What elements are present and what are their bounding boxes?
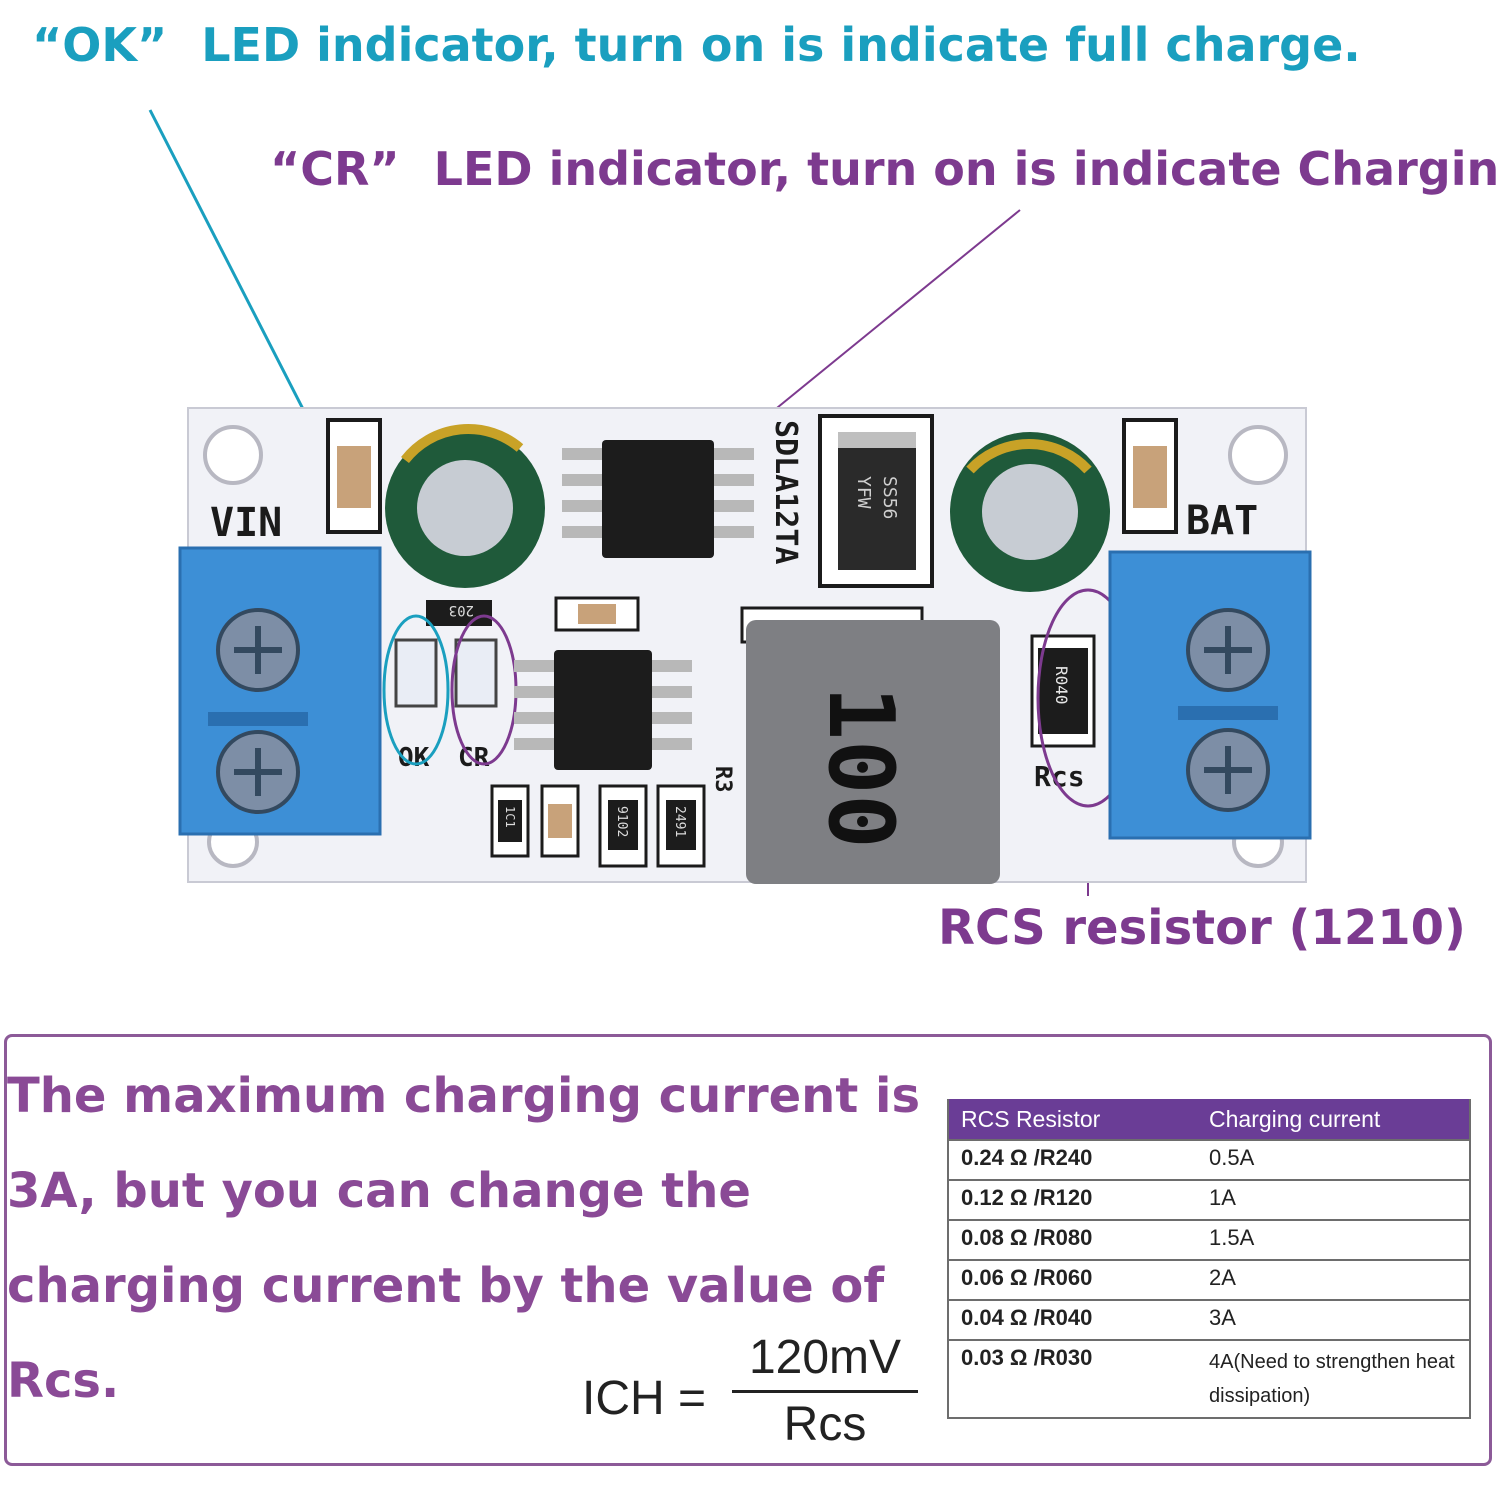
ok-led-highlight [382,614,450,766]
table-cell-resistor: 0.04 Ω /R040 [948,1299,1197,1340]
cr-led-text: LED indicator, turn on is indicate Charg… [433,142,1500,196]
table-cell-current: 1A [1197,1179,1470,1220]
table-cell-resistor: 0.12 Ω /R120 [948,1179,1197,1220]
rcs-current-table: RCS Resistor Charging current 0.24 Ω /R2… [947,1099,1471,1419]
note-line-1: The maximum charging current is [7,1068,921,1124]
table-cell-current: 2A [1197,1259,1470,1300]
ok-led [394,638,438,708]
table-row: 0.04 Ω /R040 3A [948,1299,1470,1340]
model-label: SDLA12TA [768,420,803,565]
small-res-3-marking: 9102 [614,806,629,837]
smd-cap-mid [554,596,640,632]
table-cell-current: 1.5A [1197,1219,1470,1260]
small-res-4-marking: 2491 [672,806,687,837]
ok-led-quote: “OK” [32,18,168,72]
upper-ic [602,440,714,558]
output-smd-cap [1133,446,1167,508]
diode-marking-1: YFW [853,476,874,509]
formula-fraction: 120mV Rcs [732,1329,918,1454]
table-row: 0.03 Ω /R030 4A(Need to strengthen heat … [948,1339,1470,1419]
mount-hole-tr [1228,425,1288,485]
bat-label: BAT [1186,498,1258,544]
spec-panel: The maximum charging current is 3A, but … [4,1034,1492,1466]
small-res-2-marking: 1C1 [503,806,517,828]
table-cell-resistor: 0.03 Ω /R030 [948,1339,1197,1419]
cr-led-quote: “CR” [270,142,400,196]
table-row: 0.24 Ω /R240 0.5A [948,1139,1470,1180]
formula-lhs: ICH = [582,1372,707,1425]
power-inductor [746,620,1000,884]
table-cell-current: 0.5A [1197,1139,1470,1180]
table-row: 0.12 Ω /R120 1A [948,1179,1470,1220]
note-line-2: 3A, but you can change the [7,1163,751,1219]
formula-denominator: Rcs [783,1398,867,1451]
table-header-resistor: RCS Resistor [948,1099,1197,1140]
table-cell-current: 4A(Need to strengthen heat dissipation) [1197,1339,1470,1419]
inductor-marking: 100 [808,686,913,849]
cr-led [454,638,498,708]
lower-ic [554,650,652,770]
mount-hole-tl [203,425,263,485]
formula-numerator: 120mV [748,1331,902,1384]
diode-marking-2: SS56 [879,476,900,519]
vin-label: VIN [210,500,282,546]
r3-label: R3 [710,766,735,793]
rcs-resistor-callout: RCS resistor (1210) [938,900,1466,956]
table-row: 0.06 Ω /R060 2A [948,1259,1470,1300]
small-res-1-marking: 203 [449,602,474,618]
table-cell-resistor: 0.24 Ω /R240 [948,1139,1197,1180]
table-header-current: Charging current [1197,1099,1470,1140]
table-header-row: RCS Resistor Charging current [948,1099,1470,1140]
ok-led-callout: “OK” LED indicator, turn on is indicate f… [32,18,1361,72]
board-photo: VIN BAT SDLA12TA OK CR R3 Rcs YFW SS56 2… [148,109,1312,896]
cr-led-callout: “CR” LED indicator, turn on is indicate C… [270,142,1500,196]
charging-current-note: The maximum charging current is 3A, but … [7,1049,937,1429]
table-row: 0.08 Ω /R080 1.5A [948,1219,1470,1260]
note-line-3: charging current by the value of [7,1258,885,1314]
note-line-4: Rcs. [7,1353,120,1409]
table-cell-current: 3A [1197,1299,1470,1340]
formula-fraction-bar [732,1390,918,1393]
rcs-marking: R040 [1052,666,1071,705]
ok-led-text: LED indicator, turn on is indicate full … [201,18,1361,72]
table-cell-resistor: 0.06 Ω /R060 [948,1259,1197,1300]
resistor-203 [426,600,492,626]
table-cell-resistor: 0.08 Ω /R080 [948,1219,1197,1260]
